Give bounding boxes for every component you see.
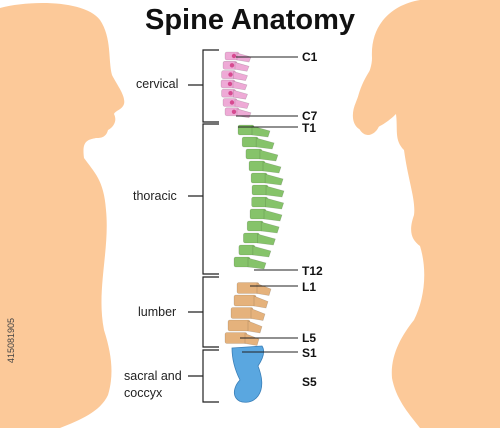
sacrum-coccyx [231,345,265,403]
vertebra-t6 [251,184,285,198]
vertebra-c4 [220,79,248,91]
hair-tail [356,60,381,135]
region-brackets [188,49,219,403]
vertebra-t4 [248,160,282,174]
right-silhouette [352,0,500,428]
label-leaders [236,56,298,353]
bracket-cervical [188,49,219,123]
vertebra-l5 [224,332,260,346]
region-label-cervical: cervical [136,77,179,91]
vertebral-column [220,51,285,346]
vertebra-label-t1: T1 [302,121,317,135]
region-label-sacral: sacral and coccyx [124,369,182,400]
bracket-lumber [188,276,219,348]
vertebra-t11 [238,244,272,258]
vertebra-l2 [233,294,269,309]
vertebra-label-c7: C7 [302,109,318,123]
left-silhouette [0,3,125,428]
vertebra-label-s1: S1 [302,346,317,360]
vertebra-t12 [233,256,267,270]
vertebra-t9 [246,220,280,234]
vertebra-c2 [222,60,250,72]
vertebra-label-l5: L5 [302,331,317,345]
vertebra-c5 [221,88,248,100]
vertebra-label-l1: L1 [302,280,317,294]
vertebra-t8 [249,208,283,222]
vertebra-c6 [222,98,250,109]
vertebra-l4 [227,319,263,334]
vertebra-t3 [245,148,279,162]
vertebra-t2 [241,136,275,150]
vertebra-label-t12: T12 [302,264,323,278]
region-label-thoracic: thoracic [133,189,177,203]
bracket-sacral [188,349,219,403]
region-label-lumber: lumber [138,305,177,319]
page-title: Spine Anatomy [144,4,355,36]
vertebra-t10 [243,232,276,246]
vertebra-c3 [221,70,248,81]
vertebra-t7 [251,196,285,210]
vertebra-label-s5: S5 [302,375,317,389]
vertebra-t5 [250,172,284,186]
vertebra-l3 [230,307,266,321]
side-id-text: 415081905 [6,318,16,364]
vertebra-label-c1: C1 [302,50,318,64]
bracket-thoracic [188,123,219,275]
vertebra-l1 [236,282,272,296]
